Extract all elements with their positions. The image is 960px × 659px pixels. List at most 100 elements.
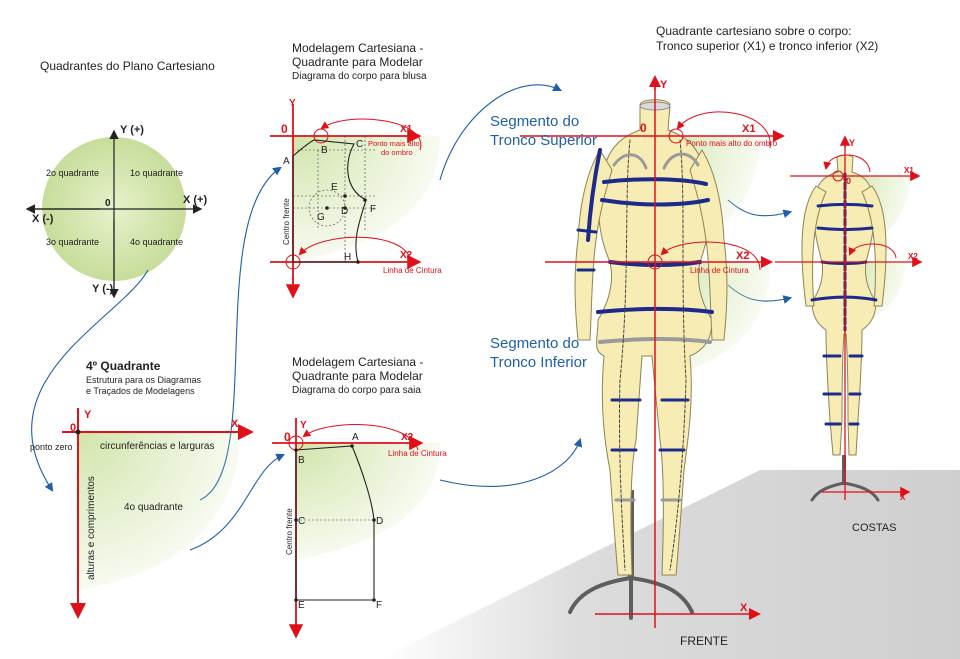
skirt-point-b: B [298, 455, 305, 466]
lower-segment-label-1: Segmento do [490, 335, 579, 352]
front-band [608, 260, 702, 267]
blouse-quadrant-fill [293, 136, 440, 262]
back-y-label: Y [849, 138, 855, 148]
blouse-y-label: Y [289, 98, 296, 109]
blouse-point-c: C [356, 139, 363, 150]
blouse-point-e: E [331, 182, 338, 193]
blouse-waist-label: Linha de Cintura [383, 266, 442, 275]
skirt-title-1: Modelagem Cartesiana - [292, 355, 423, 369]
skirt-center-front: Centro frente [285, 508, 294, 555]
fourth-origin-dot [75, 429, 81, 435]
front-shoulder-marker [668, 128, 684, 144]
skirt-point-dot [294, 598, 298, 602]
blouse-point-g: G [317, 212, 325, 223]
skirt-point-a: A [352, 432, 359, 443]
fourth-center-label: 4o quadrante [124, 502, 183, 513]
fourth-origin: 0 [70, 422, 76, 434]
blouse-title-3: Diagrama do corpo para blusa [292, 71, 427, 82]
skirt-y-label: Y [300, 420, 307, 431]
front-origin: 0 [640, 121, 647, 135]
back-stand-pole [842, 455, 846, 485]
upper-segment-label-1: Segmento do [490, 113, 579, 130]
front-band [596, 307, 714, 314]
q4-label: 4o quadrante [130, 237, 183, 247]
blouse-shoulder-label-2: do ombro [381, 148, 413, 157]
front-x-label: X [740, 602, 748, 614]
blouse-point-a: A [283, 156, 290, 167]
fourth-side-label: alturas e comprimentos [86, 476, 97, 580]
skirt-point-dot [294, 518, 298, 522]
skirt-point-dot [350, 444, 354, 448]
blouse-point-f: F [370, 204, 376, 215]
front-y-label: Y [660, 79, 668, 91]
front-arm-right [689, 149, 728, 341]
skirt-point-e: E [298, 600, 305, 611]
origin-label: 0 [105, 198, 111, 209]
upper-segment-label-2: Tronco Superior [490, 132, 597, 149]
blouse-point-dot [343, 194, 347, 198]
back-x2-label: X2 [908, 252, 918, 261]
blouse-curved-arrow [320, 118, 422, 151]
skirt-title-2: Quadrante para Modelar [292, 369, 423, 383]
y-pos-label: Y (+) [120, 124, 144, 136]
skirt-origin: 0 [284, 430, 291, 444]
front-band [602, 177, 708, 186]
back-x1-label: X1 [904, 166, 914, 175]
front-band [598, 337, 712, 344]
blouse-origin: 0 [281, 122, 288, 136]
connector-arrow [31, 269, 149, 492]
back-x-label: X [900, 493, 906, 502]
back-neck-marker [832, 170, 844, 182]
blouse-point-dot [325, 206, 329, 210]
front-arm-left [574, 149, 613, 341]
blouse-point-h: H [344, 252, 351, 263]
front-caption: FRENTE [680, 634, 728, 648]
skirt-point-dot [372, 598, 376, 602]
skirt-point-f: F [376, 600, 382, 611]
blouse-curved-arrow [298, 236, 411, 259]
quadrants-title: Quadrantes do Plano Cartesiano [40, 59, 215, 73]
skirt-pattern-outline [295, 445, 375, 601]
lower-segment-label-2: Tronco Inferior [490, 354, 587, 371]
blouse-title-2: Quadrante para Modelar [292, 55, 423, 69]
front-center-dash [669, 139, 687, 571]
front-title-1: Quadrante cartesiano sobre o corpo: [656, 24, 851, 38]
blouse-point-d: D [341, 206, 348, 217]
front-x2-label: X2 [736, 250, 749, 262]
connector-arrow [189, 453, 286, 551]
front-waist-marker [647, 254, 663, 270]
skirt-curved-arrow [302, 423, 419, 451]
blouse-pattern-outline [292, 139, 367, 263]
back-arm-left [801, 185, 827, 307]
skirt-quadrant-fill [296, 443, 440, 560]
back-panel: Y 0 X1 X2 X COSTAS [775, 135, 923, 534]
front-center-dash [618, 139, 631, 571]
skirt-panel: Modelagem Cartesiana - Quadrante para Mo… [272, 355, 447, 639]
front-curved-arrow [676, 111, 771, 149]
blouse-title-1: Modelagem Cartesiana - [292, 41, 423, 55]
front-bust [612, 152, 700, 170]
q2-label: 2o quadrante [46, 168, 99, 178]
blouse-x1-label: X1 [400, 124, 413, 135]
y-neg-label: Y (-) [92, 283, 114, 295]
blouse-x2-label: X2 [400, 250, 413, 261]
skirt-point-d: D [376, 516, 383, 527]
fourth-x-label: X [231, 418, 239, 430]
blouse-point-dot [363, 198, 367, 202]
quadrants-panel: Quadrantes do Plano Cartesiano Y (+) Y (… [25, 59, 215, 299]
fourth-origin-label: ponto zero [30, 442, 73, 452]
skirt-waist-label: Linha de Cintura [388, 449, 447, 458]
front-waist-label: Linha de Cintura [690, 266, 749, 275]
fourth-title: 4º Quadrante [86, 359, 161, 373]
front-x1-label: X1 [742, 123, 755, 135]
connector-arrow [439, 83, 562, 181]
front-stand-legs [568, 576, 694, 620]
skirt-point-dot [294, 448, 298, 452]
skirt-x2-label: X2 [401, 432, 414, 443]
front-curved-arrow [660, 241, 761, 271]
skirt-point-c: C [298, 516, 305, 527]
back-stand [810, 455, 880, 502]
back-origin: 0 [846, 176, 851, 186]
